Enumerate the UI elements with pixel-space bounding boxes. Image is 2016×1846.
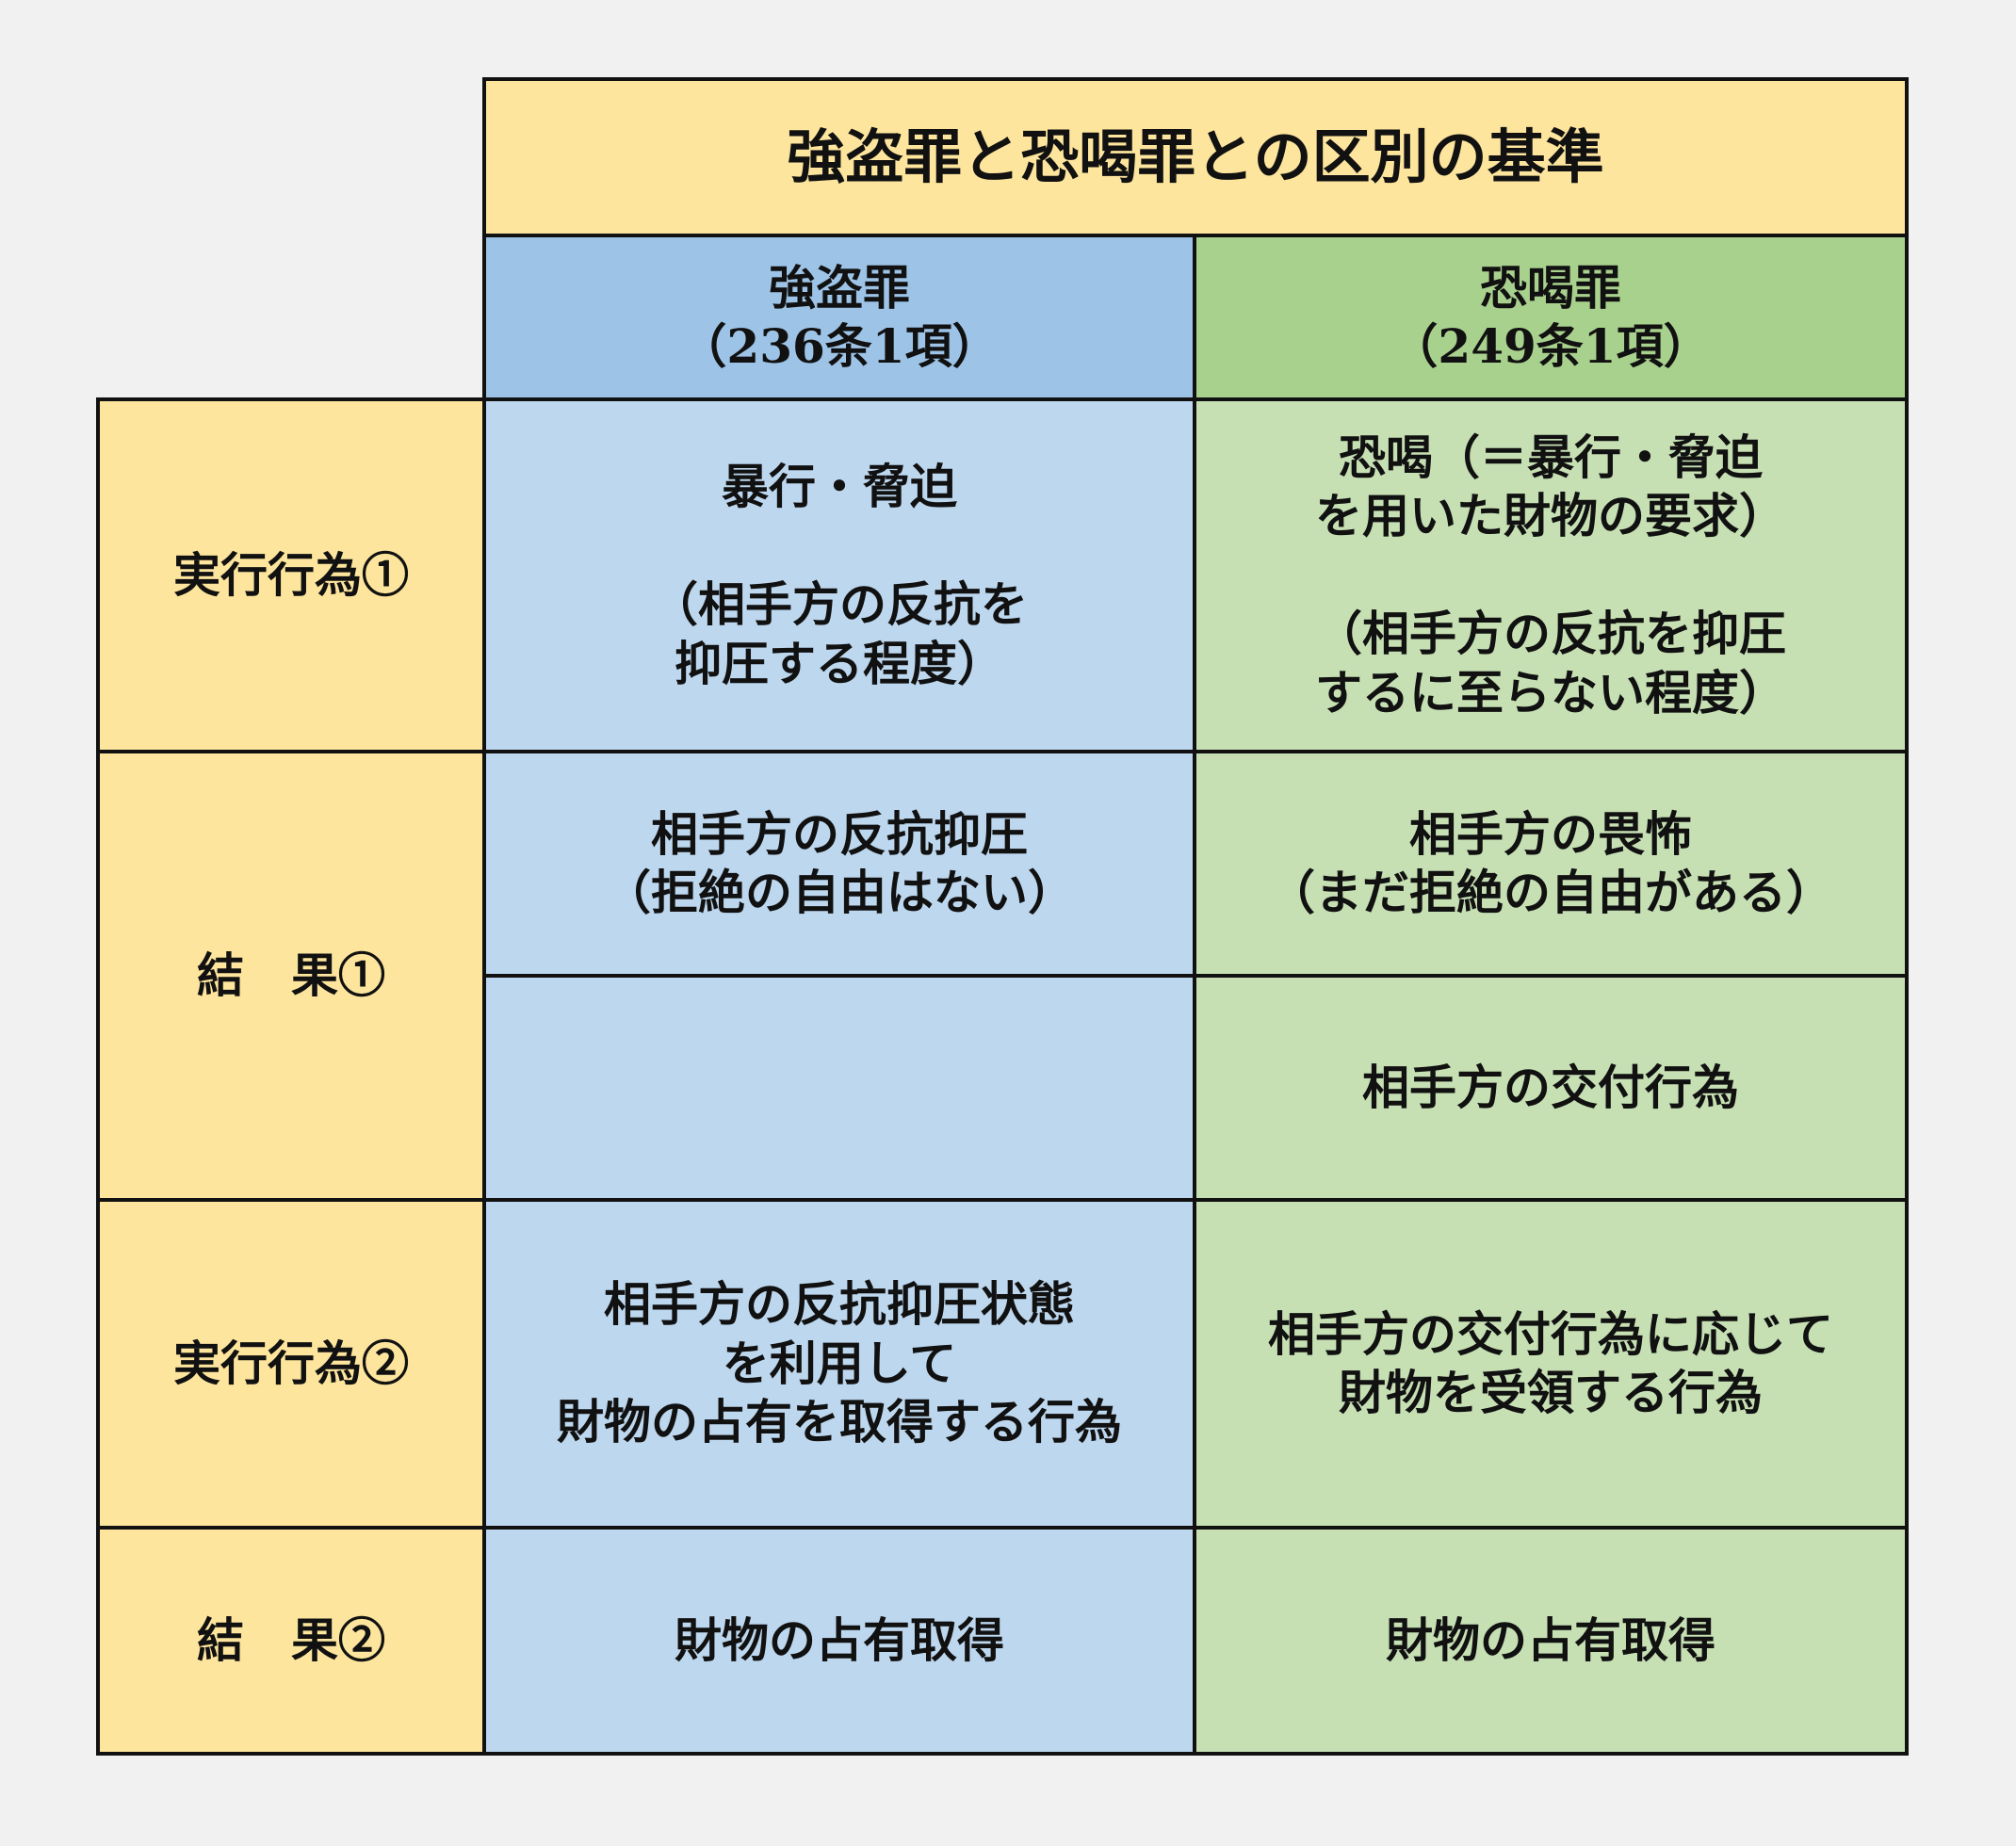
- cell-result1-robbery-a: 相手方の反抗抑圧 （拒絶の自由はない）: [482, 750, 1196, 978]
- table-title: 強盗罪と恐喝罪との区別の基準: [482, 77, 1909, 237]
- cell-act2-robbery: 相手方の反抗抑圧状態 を利用して 財物の占有を取得する行為: [482, 1198, 1196, 1530]
- cell-act1-extortion: 恐喝（＝暴行・脅迫 を用いた財物の要求） （相手方の反抗を抑圧 するに至らない程…: [1193, 397, 1909, 753]
- cell-result2-robbery: 財物の占有取得: [482, 1526, 1196, 1756]
- cell-act2-extortion: 相手方の交付行為に応じて 財物を受領する行為: [1193, 1198, 1909, 1530]
- cell-result1-robbery-b: [482, 974, 1196, 1202]
- cell-result2-extortion: 財物の占有取得: [1193, 1526, 1909, 1756]
- cell-result1-extortion-a: 相手方の畏怖 （まだ拒絶の自由がある）: [1193, 750, 1909, 978]
- row-label-result1: 結 果①: [96, 750, 486, 1202]
- column-header-robbery: 強盗罪 （236条1項）: [482, 234, 1196, 401]
- row-label-act2: 実行行為②: [96, 1198, 486, 1530]
- cell-act1-robbery: 暴行・脅迫 （相手方の反抗を 抑圧する程度）: [482, 397, 1196, 753]
- cell-result1-extortion-b: 相手方の交付行為: [1193, 974, 1909, 1202]
- row-label-result2: 結 果②: [96, 1526, 486, 1756]
- column-header-extortion: 恐喝罪 （249条1項）: [1193, 234, 1909, 401]
- row-label-act1: 実行行為①: [96, 397, 486, 753]
